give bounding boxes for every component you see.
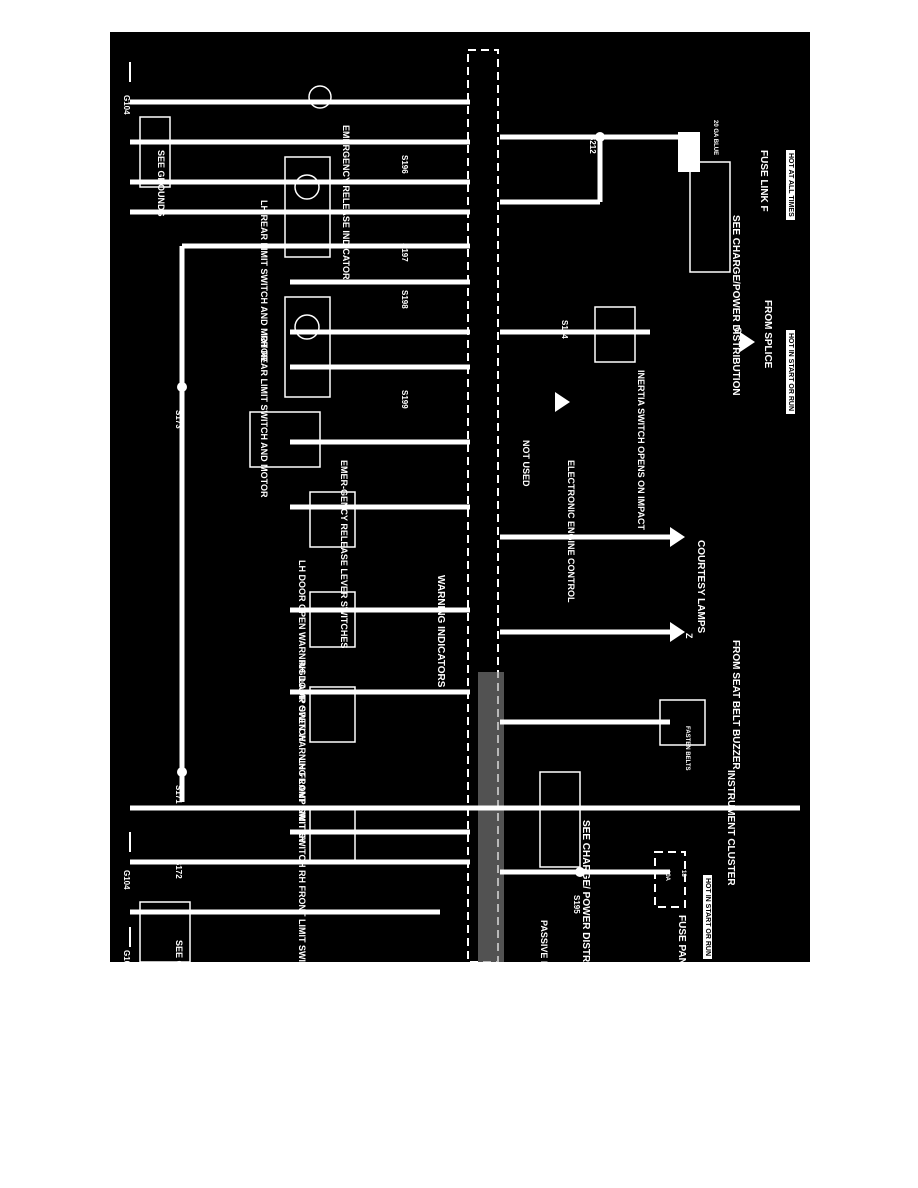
- courtesy-lamps-arrow: [670, 527, 685, 547]
- wiring-diagram: [110, 32, 810, 962]
- s199-label: S199: [400, 390, 409, 409]
- splice-s173: [177, 382, 187, 392]
- seat-belt-arrow: [670, 622, 685, 642]
- fuse-panel-label: FUSE PANEL: [676, 915, 687, 978]
- lh-rear-motor: [294, 174, 320, 200]
- fuse-panel-amp-label: 10A: [664, 870, 670, 882]
- see-charge-power-1-box: [689, 161, 731, 273]
- s196-label: S196: [400, 155, 409, 174]
- passive-restraint-label: PASSIVE RESTRAINT MODULE: [539, 920, 549, 1054]
- splice-s195: [575, 867, 585, 877]
- courtesy-lamps-label: COURTESY LAMPS: [695, 540, 706, 634]
- emergency-indicator-label: EMERGENCY RELEASE INDICATOR: [341, 125, 351, 280]
- emergency-lever-label: EMER-GENCY RELEASE LEVER SWITCHES: [339, 460, 349, 649]
- lh-rear-limit-box: [284, 156, 331, 258]
- eec-arrow: [555, 392, 570, 412]
- fuse-link-spec-label: 20 GA BLUE: [712, 120, 718, 156]
- not-used-label: NOT USED: [521, 440, 531, 487]
- hot-in-start-top-label: HOT IN START OR RUN: [786, 330, 795, 415]
- s173-label: S173: [174, 410, 183, 429]
- eec-label: ELECTRONIC ENGINE CONTROL: [566, 460, 576, 603]
- see-charge-power-1-label: SEE CHARGE/POWER DISTRIBUTION: [730, 215, 741, 396]
- rh-front-limit-box: [309, 806, 356, 863]
- from-splice-arrow: [740, 332, 755, 352]
- s195-label: S195: [572, 895, 581, 914]
- lh-door-switch-box: [309, 491, 356, 548]
- s198-label: S198: [400, 290, 409, 309]
- diagram-svg: [129, 49, 800, 962]
- fuse-panel-num-label: 18: [680, 870, 686, 877]
- emergency-indicator-lamp: [308, 85, 332, 109]
- splice-s171: [177, 767, 187, 777]
- s172-label: S172: [174, 860, 183, 879]
- from-splice-label: FROM SPLICE: [762, 300, 773, 369]
- s124-label: S124: [560, 320, 569, 339]
- splice-letter-label: G: [733, 327, 743, 335]
- see-charge-power-2-box: [539, 771, 581, 868]
- from-seat-belt-label: FROM SEAT BELT BUZZER: [730, 640, 741, 770]
- see-grounds-right-label: SEE GROUNDS: [174, 940, 184, 1007]
- fuse-link-block: [678, 132, 700, 172]
- s212-label: S212: [588, 135, 597, 154]
- fuse-panel-box: [654, 851, 686, 908]
- hot-at-all-times-label: HOT AT ALL TIMES: [786, 150, 795, 220]
- see-grounds-left-box: [139, 116, 171, 188]
- rh-door-switch-box: [309, 591, 356, 648]
- rh-rear-limit-box: [284, 296, 331, 398]
- hot-in-start-right-label: HOT IN START OR RUN: [703, 875, 712, 960]
- module-boundary: [467, 49, 499, 962]
- lh-front-limit-box: [309, 686, 356, 743]
- warning-indicators-label: WARNING INDICATORS: [435, 575, 446, 688]
- instrument-cluster-label: INSTRUMENT CLUSTER: [725, 770, 736, 886]
- see-grounds-right-box: [139, 901, 191, 962]
- fasten-belts-label: FASTEN BELTS: [684, 726, 690, 771]
- g104-left-label: G104: [122, 95, 131, 115]
- g104-right-label: G104: [122, 950, 131, 970]
- see-charge-power-2-label: SEE CHARGE/ POWER DISTRIBUTION: [580, 820, 591, 1004]
- rh-front-limit-label: RH FRONT LIMIT SWITCH: [297, 870, 307, 981]
- inertia-switch-label: INERTIA SWITCH OPENS ON IMPACT: [636, 370, 646, 531]
- see-grounds-left-label: SEE GROUNDS: [156, 150, 166, 217]
- module-shaded: [478, 672, 504, 962]
- splice-s212: [595, 132, 605, 142]
- g104-mid-label: G104: [122, 870, 131, 890]
- s171-label: S171: [174, 785, 183, 804]
- s197-label: S197: [400, 243, 409, 262]
- seat-belt-letter-label: Z: [684, 633, 694, 639]
- rh-rear-limit-label: RH REAR LIMIT SWITCH AND MOTOR: [259, 335, 269, 498]
- emergency-lever-box: [249, 411, 321, 468]
- inertia-switch-box: [594, 306, 636, 363]
- rh-rear-motor: [294, 314, 320, 340]
- lh-front-limit-label: LH FRONT LIMIT SWITCH: [297, 758, 307, 868]
- instrument-cluster-box: [659, 699, 706, 746]
- fuse-link-label: FUSE LINK F: [758, 150, 769, 212]
